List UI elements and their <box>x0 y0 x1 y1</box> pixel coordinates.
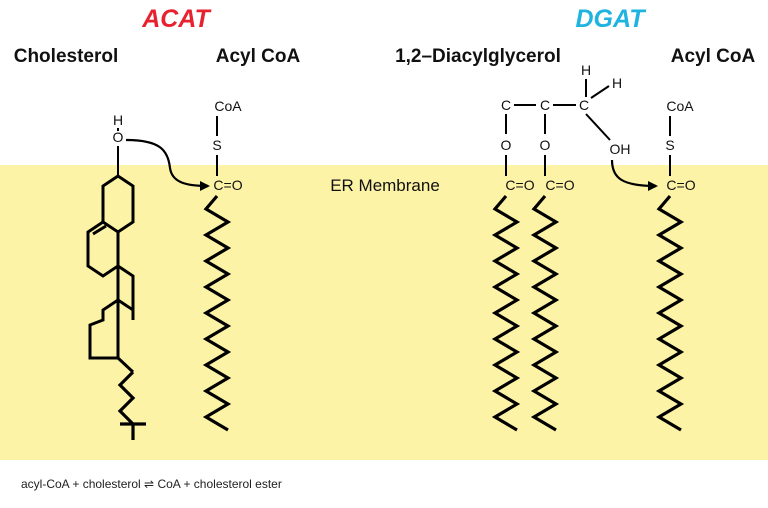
glycerol-c1: C <box>501 97 511 113</box>
cholesterol-hydroxyl-o: O <box>113 129 124 145</box>
acyl-coa-right-heading: Acyl CoA <box>671 46 756 67</box>
glycerol-h-right: H <box>612 75 622 91</box>
glycerol-c2: C <box>540 97 550 113</box>
dgat-title: DGAT <box>576 5 648 33</box>
glycerol-h-top: H <box>581 62 591 78</box>
ester-oxygen-1: O <box>501 137 512 153</box>
glycerol-hydroxyl: OH <box>610 141 631 157</box>
carbonyl-dag-1: C=O <box>505 177 534 193</box>
fatty-acid-chain-dag-2 <box>530 194 560 432</box>
er-membrane-label: ER Membrane <box>330 176 440 195</box>
fatty-acid-chain-dag-1 <box>491 194 521 432</box>
cholesterol-hydroxyl-h: H <box>113 112 123 128</box>
acyl-coa-left: CoA S C=O <box>202 98 243 432</box>
glycerol-c3: C <box>579 97 589 113</box>
carbonyl-left: C=O <box>213 177 242 193</box>
acat-dgat-diagram: ACAT DGAT Cholesterol Acyl CoA 1,2–Diacy… <box>0 5 768 460</box>
coa-label-right: CoA <box>666 98 694 114</box>
diacylglycerol-heading: 1,2–Diacylglycerol <box>395 46 561 67</box>
fatty-acid-chain-right <box>655 194 685 432</box>
cholesterol-molecule: H O <box>86 112 146 440</box>
acat-transfer-arrow <box>125 138 210 191</box>
ester-oxygen-2: O <box>540 137 551 153</box>
diacylglycerol-molecule: C C C H H OH O O C=O C=O <box>491 62 631 432</box>
acyl-coa-right: CoA S C=O <box>655 98 696 432</box>
carbonyl-dag-2: C=O <box>545 177 574 193</box>
cholesterol-heading: Cholesterol <box>14 46 119 67</box>
cholesterol-side-chain <box>117 370 146 440</box>
sulfur-right: S <box>665 137 674 153</box>
sulfur-left: S <box>212 137 221 153</box>
acyl-coa-left-heading: Acyl CoA <box>216 46 301 67</box>
acat-title: ACAT <box>141 5 212 33</box>
er-membrane-band <box>0 165 768 460</box>
coa-label-left: CoA <box>214 98 242 114</box>
carbonyl-right: C=O <box>666 177 695 193</box>
dgat-transfer-arrow <box>610 159 658 191</box>
fatty-acid-chain-left <box>202 194 232 432</box>
cholesterol-steroid-skeleton <box>86 174 135 374</box>
reaction-caption: acyl-CoA + cholesterol ⇌ CoA + cholester… <box>21 477 282 491</box>
